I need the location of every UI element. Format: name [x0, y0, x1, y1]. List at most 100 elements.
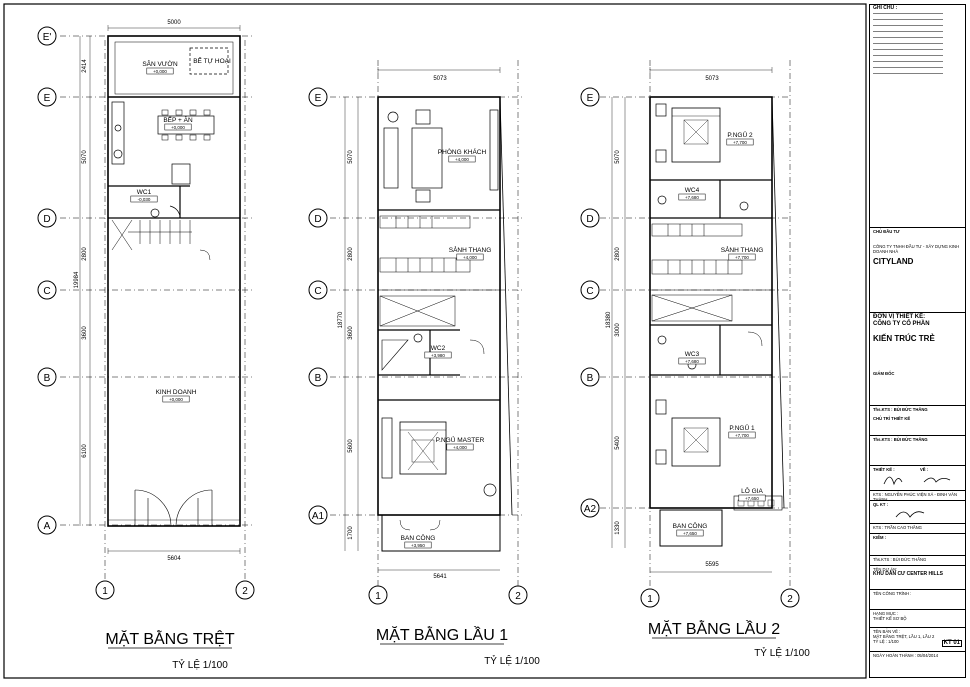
- plan2-room-3-name: P.NGỦ MASTER: [436, 435, 485, 444]
- plan3-room-2-level-box: [728, 253, 756, 261]
- project-name: KHU DÂN CƯ CENTER HILLS: [873, 571, 943, 577]
- plan3-dim-seg-0: 5070: [615, 150, 621, 164]
- checker-name: Ths.KTS : BÙI ĐỨC THẮNG: [873, 557, 927, 562]
- plan1-dim-seg-3: 3600: [82, 326, 88, 340]
- plan3-dim-bottom: 5595: [705, 562, 719, 568]
- plan2-scale: TỶ LỆ 1/100: [484, 654, 540, 667]
- plan1-dim-top: 5000: [167, 20, 181, 26]
- plan2-dim-top: 5073: [433, 76, 447, 82]
- plan3-room-3-name: WC3: [685, 351, 700, 358]
- plan1-grid-1-label: E: [44, 93, 51, 104]
- designer-label: ĐƠN VỊ THIẾT KẾ:: [873, 314, 926, 320]
- plan2-grid-4-bubble: [308, 505, 328, 525]
- plan2-title: MẶT BẰNG LẦU 1: [376, 625, 508, 644]
- owner-section: CHỦ ĐẦU TƯ CÔNG TY TNHH ĐẦU TƯ - XÂY DỰN…: [870, 227, 965, 312]
- plan2-room-3-level: +4,000: [453, 445, 467, 450]
- date-value: 05/04/2014: [917, 653, 939, 658]
- plan1-room-2-level: +0,000: [171, 125, 185, 130]
- plan3-room-6-level: +7,650: [683, 531, 697, 536]
- date-label: NGÀY HOÀN THÀNH :: [873, 653, 916, 658]
- design-sign-section: THIẾT KẾ : VẼ :: [870, 465, 965, 490]
- plan2-dim-seg-4: 1700: [348, 526, 354, 540]
- plan3-grid-3-label: B: [587, 373, 594, 384]
- plan3-grid-1-bubble: [580, 208, 600, 228]
- plan2-room-0-name: PHÒNG KHÁCH: [438, 147, 487, 156]
- notes-section: GHI CHÚ :: [870, 5, 965, 93]
- plan3-grid-0-label: E: [587, 93, 594, 104]
- designers-row: KTS : NGUYỄN PHÚC VIỆN XÁ - ĐINH VĂN THÀ…: [870, 490, 965, 500]
- plan2-room-4-level: +3,950: [411, 543, 425, 548]
- qa-section: QL KT :: [870, 500, 965, 523]
- plan2-dim-bottom: 5641: [433, 574, 447, 580]
- plan1-axis-0-label: 1: [102, 586, 108, 597]
- plan1-grid-0-label: E': [43, 32, 52, 43]
- plan1-room-1-name: BỂ TỰ HOẠI: [193, 56, 231, 65]
- plan3-grid-2-bubble: [580, 280, 600, 300]
- title-block: GHI CHÚ : CHỦ ĐẦU TƯ CÔNG TY TNHH ĐẦU TƯ…: [869, 4, 966, 678]
- plan2-room-4-level-box: [404, 541, 432, 549]
- plan3-room-4-name: P.NGỦ 1: [729, 423, 755, 432]
- plan3-room-1-level-box: [678, 193, 706, 201]
- plan1-grid-4-label: B: [44, 373, 51, 384]
- plan-second-floor: [600, 60, 791, 598]
- plan2-grid-1-label: D: [314, 214, 321, 225]
- plan3-grid-2-label: C: [586, 286, 593, 297]
- owner-company: CÔNG TY TNHH ĐẦU TƯ - XÂY DỰNG KINH DOAN…: [873, 244, 960, 254]
- sheet-frame: [3, 3, 867, 679]
- plan3-axis-1-bubble: [780, 588, 800, 608]
- plan1-grid-2-bubble: [37, 208, 57, 228]
- plan3-room-5-name: LÔ GIA: [741, 486, 763, 495]
- plan3-scale: TỶ LỆ 1/100: [754, 646, 810, 659]
- plan1-axis-1-bubble: [235, 580, 255, 600]
- plan3-dim-total: 18380: [606, 311, 612, 328]
- plan3-room-0-name: P.NGỦ 2: [727, 130, 753, 139]
- plan3-room-1-name: WC4: [685, 187, 700, 194]
- check-section: KIỂM :: [870, 533, 965, 555]
- plan2-axis-1-bubble: [508, 585, 528, 605]
- plan1-room-4-name: KINH DOANH: [156, 389, 197, 396]
- plan2-room-3-level-box: [446, 443, 474, 451]
- plan1-dim-total: 19984: [74, 271, 80, 288]
- chief-role: CHỦ TRÌ THIẾT KẾ: [873, 416, 911, 421]
- plan2-dim-seg-0: 5070: [348, 150, 354, 164]
- plan2-grid-0-label: E: [315, 93, 322, 104]
- plan1-room-4-level: +0,000: [169, 397, 183, 402]
- plan1-axis-1-label: 2: [242, 586, 248, 597]
- plan1-room-0-level: +0,000: [153, 69, 167, 74]
- notes-title: GHI CHÚ :: [873, 5, 898, 11]
- plan2-room-2-name: WC2: [431, 345, 446, 352]
- plan3-title: MẶT BẰNG LẦU 2: [648, 619, 780, 638]
- sheet-name: MẶT BẰNG TRỆT, LẦU 1, LẦU 2: [873, 634, 935, 639]
- plan3-room-0-level-box: [726, 138, 754, 146]
- draw-label: VẼ :: [920, 467, 929, 472]
- project-label: TÊN DỰ ÁN:: [873, 567, 898, 572]
- sheet-number: KT 01: [941, 640, 962, 647]
- plan3-dim-seg-1: 2800: [615, 247, 621, 261]
- plan2-axis-0-label: 1: [375, 591, 381, 602]
- plan1-dim-seg-2: 2800: [82, 247, 88, 261]
- plan3-dim-seg-2: 3000: [615, 323, 621, 337]
- sheet-label: TÊN BẢN VẼ :: [873, 629, 901, 634]
- item-value: THIẾT KẾ SƠ BỘ: [873, 616, 907, 621]
- plan3-room-3-level-box: [678, 357, 706, 365]
- plan2-grid-2-label: C: [314, 286, 321, 297]
- scale-value: 1/100: [888, 639, 899, 644]
- plan-ground-floor: [60, 25, 255, 590]
- designer-brand: KIẾN TRÚC TRẺ: [873, 334, 935, 343]
- plan1-room-2-level-box: [164, 123, 192, 131]
- design-label: THIẾT KẾ :: [873, 467, 895, 472]
- plan3-room-5-level-box: [738, 494, 766, 502]
- plan2-grid-1-bubble: [308, 208, 328, 228]
- plan1-grid-0-bubble: [37, 26, 57, 46]
- qa-name-row: KTS : TRẦN CAO THẮNG: [870, 523, 965, 533]
- plan1-axis-0-bubble: [95, 580, 115, 600]
- plan-first-floor: [330, 60, 525, 595]
- plan3-room-1-level: +7,680: [685, 195, 699, 200]
- plan3-room-4-level: +7,700: [735, 433, 749, 438]
- plan2-room-2-level-box: [424, 351, 452, 359]
- chief-architect: Ths.KTS : BÙI ĐỨC THẮNG: [873, 407, 928, 412]
- plan3-dim-seg-4: 1330: [615, 521, 621, 535]
- work-section: TÊN CÔNG TRÌNH :: [870, 589, 965, 609]
